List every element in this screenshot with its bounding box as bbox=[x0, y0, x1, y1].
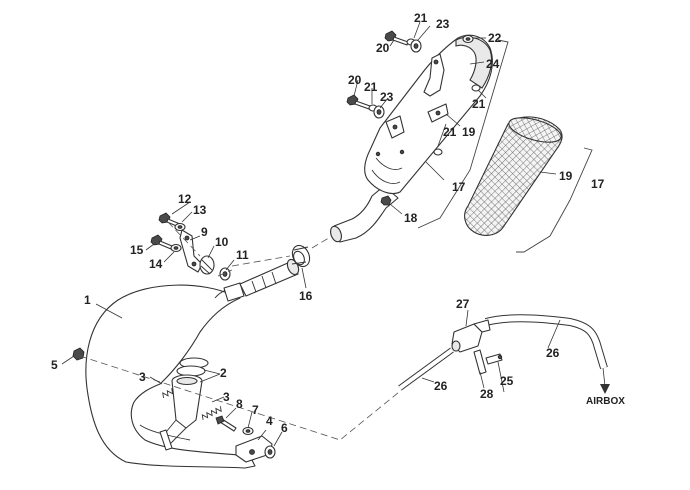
label-9: 9 bbox=[201, 225, 208, 239]
label-6: 6 bbox=[281, 421, 288, 435]
label-11: 11 bbox=[236, 248, 249, 262]
assembly-line-mid bbox=[231, 235, 333, 267]
label-22: 22 bbox=[488, 31, 502, 45]
washer-22 bbox=[462, 34, 474, 44]
label-13: 13 bbox=[193, 203, 207, 217]
o-rings-2 bbox=[176, 357, 209, 377]
label-27: 27 bbox=[456, 297, 470, 311]
label-24: 24 bbox=[486, 57, 500, 71]
label-20-mid: 20 bbox=[348, 73, 362, 87]
label-3-left: 3 bbox=[139, 370, 146, 384]
label-5: 5 bbox=[51, 358, 58, 372]
bracket-upper bbox=[385, 115, 405, 139]
label-16: 16 bbox=[299, 289, 313, 303]
label-1: 1 bbox=[84, 293, 91, 307]
label-3-right: 3 bbox=[223, 390, 230, 404]
nut-6 bbox=[264, 445, 276, 459]
label-18: 18 bbox=[404, 211, 418, 225]
label-2: 2 bbox=[220, 366, 227, 380]
label-8: 8 bbox=[236, 397, 243, 411]
leader-lines bbox=[61, 21, 561, 447]
plate-19 bbox=[427, 103, 449, 123]
label-26-right: 26 bbox=[546, 346, 560, 360]
bracket-17-right bbox=[516, 147, 593, 253]
label-23-top: 23 bbox=[436, 17, 450, 31]
label-21-right: 21 bbox=[472, 97, 486, 111]
label-21-lower: 21 bbox=[443, 125, 457, 139]
label-7: 7 bbox=[252, 403, 259, 417]
airbox-arrow bbox=[600, 367, 610, 394]
hose-26-left bbox=[398, 347, 454, 391]
label-17-left: 17 bbox=[452, 180, 466, 194]
bolt-15 bbox=[150, 234, 173, 250]
washer-14 bbox=[170, 243, 182, 253]
label-26-left: 26 bbox=[434, 379, 448, 393]
label-15: 15 bbox=[130, 243, 144, 257]
packing-19 bbox=[464, 116, 563, 236]
label-airbox: AIRBOX bbox=[586, 396, 625, 407]
screw-18 bbox=[380, 195, 392, 206]
bolt-8 bbox=[215, 415, 237, 432]
label-21-top: 21 bbox=[414, 11, 428, 25]
rubber-10 bbox=[199, 255, 215, 275]
bolt-20-mid bbox=[346, 94, 371, 110]
exhaust-flange bbox=[159, 374, 203, 451]
label-19-packing: 19 bbox=[559, 169, 573, 183]
label-10: 10 bbox=[215, 235, 229, 249]
washer-21-lower bbox=[433, 148, 443, 156]
spring-3-right bbox=[201, 406, 222, 420]
grommet-23-top bbox=[410, 39, 422, 53]
label-17-right: 17 bbox=[591, 177, 605, 191]
label-28: 28 bbox=[480, 387, 494, 401]
assembly-line-bracket bbox=[167, 221, 233, 277]
label-14: 14 bbox=[149, 257, 163, 271]
grommet-23-mid bbox=[373, 105, 385, 119]
collar-11 bbox=[219, 267, 231, 281]
label-4: 4 bbox=[266, 414, 273, 428]
label-20-top: 20 bbox=[376, 41, 390, 55]
hose-26-right bbox=[484, 314, 608, 370]
assembly-line-main bbox=[79, 355, 405, 441]
muffler-inlet-pipe bbox=[330, 185, 399, 243]
washer-13 bbox=[174, 222, 186, 232]
bolt-5 bbox=[72, 347, 85, 361]
washer-7 bbox=[242, 426, 254, 436]
label-25: 25 bbox=[500, 374, 514, 388]
fitting-28 bbox=[473, 349, 487, 375]
label-19-silencer: 19 bbox=[462, 125, 476, 139]
part-labels: 1 2 3 3 4 5 6 7 8 9 10 11 12 13 14 15 16… bbox=[51, 11, 625, 435]
seal-16 bbox=[291, 244, 311, 268]
bracket-17-left bbox=[417, 39, 509, 229]
label-12: 12 bbox=[178, 192, 192, 206]
washer-21-right bbox=[471, 84, 481, 92]
label-21-mid: 21 bbox=[364, 80, 378, 94]
label-23-mid: 23 bbox=[380, 90, 394, 104]
valve-27 bbox=[451, 319, 491, 353]
clip-25 bbox=[485, 353, 503, 365]
bolt-12 bbox=[158, 212, 181, 228]
mount-bracket-24 bbox=[423, 53, 445, 97]
